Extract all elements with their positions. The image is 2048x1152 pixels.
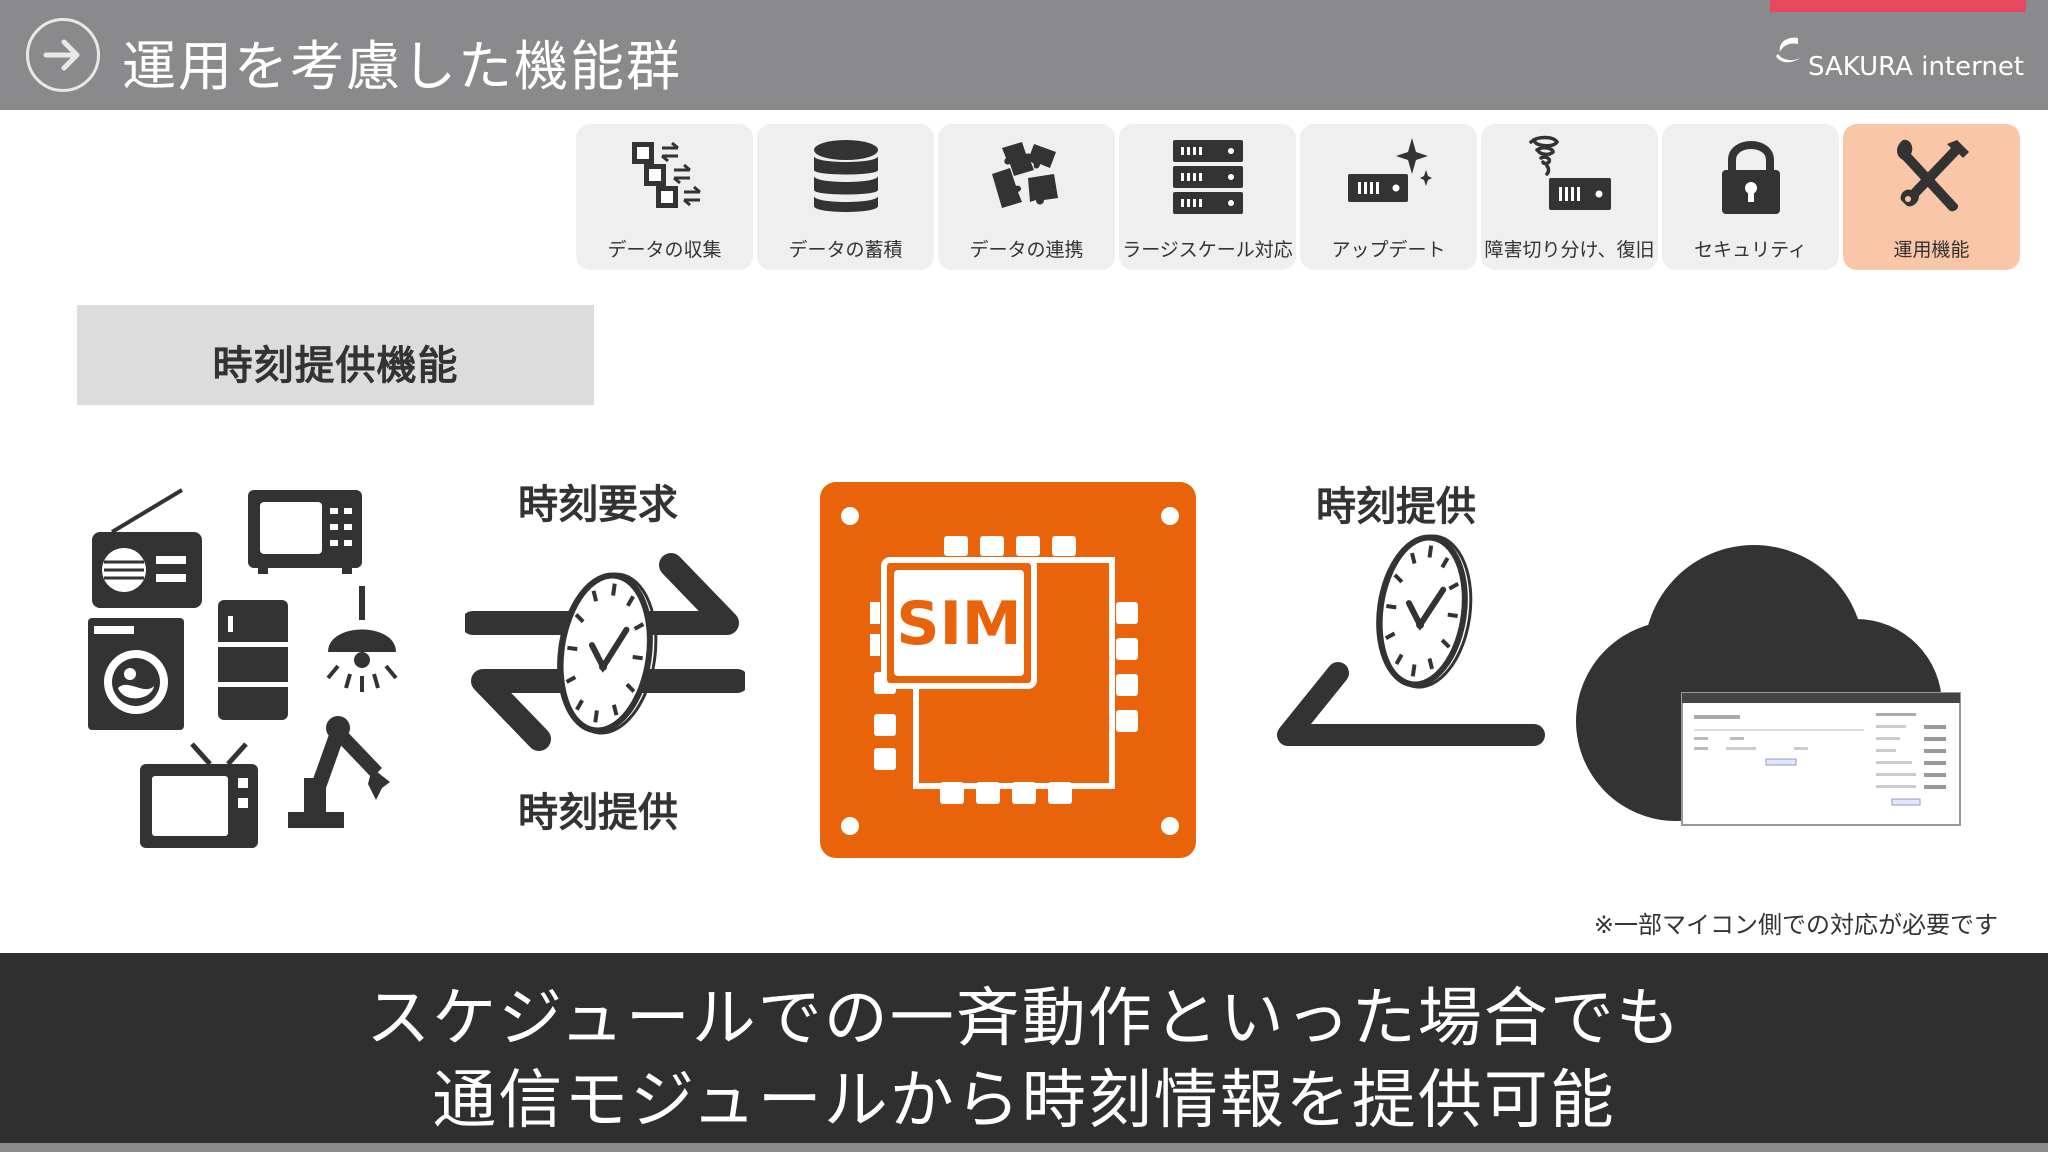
microwave-icon [248,490,362,574]
footnote: ※一部マイコン側での対応が必要です [1593,911,1998,939]
device-tornado-icon [1529,135,1611,210]
subtitle-caption: スケジュールでの一斉動作といった場合でも 通信モジュールから時刻情報を提供可能 [0,953,2048,1143]
sim-module-chip: SIM [820,482,1196,858]
bottom-strip [0,1143,2048,1152]
provide-arrow-icon [1277,662,1545,746]
logo-text: SAKURA internet [1808,52,2025,82]
tab-large-scale[interactable]: ラージスケール対応 [1119,124,1296,270]
robot-arm-icon [288,716,390,828]
section-title: 時刻提供機能 [212,343,459,389]
tv-icon [140,742,258,848]
caption-line-1: スケジュールでの一斉動作といった場合でも [366,982,1682,1056]
tab-label: データの蓄積 [788,239,903,261]
server-stack-icon [1173,140,1243,214]
tab-operations[interactable]: 運用機能 [1843,124,2020,270]
device-sparkle-icon [1348,138,1432,202]
tab-label: 障害切り分け、復旧 [1484,239,1655,261]
puzzle-pieces-icon [992,142,1058,208]
time-exchange-diagram [465,553,745,751]
radio-icon [92,488,202,608]
devices-cluster [88,488,398,848]
time-provide-diagram [1277,534,1545,746]
time-provide-label-left: 時刻提供 [518,790,678,836]
tab-update[interactable]: アップデート [1300,124,1477,270]
tab-security[interactable]: セキュリティ [1662,124,1839,270]
tab-label: アップデート [1331,239,1446,261]
tab-data-integration[interactable]: データの連携 [938,124,1115,270]
ceiling-lamp-icon [326,586,398,692]
caption-line-2: 通信モジュールから時刻情報を提供可能 [432,1064,1616,1138]
time-provide-label-right: 時刻提供 [1316,484,1476,530]
padlock-icon [1722,141,1780,214]
tab-label: ラージスケール対応 [1122,239,1293,261]
tab-data-collection[interactable]: データの収集 [576,124,753,270]
chips-transfer-icon [632,141,701,208]
tools-icon [1897,139,1969,212]
clock-icon [1376,534,1473,689]
exchange-arrows-icon [465,553,745,751]
refrigerator-icon [218,600,288,720]
sakura-logo: SAKURA internet [1772,34,2024,84]
sakura-logo-mark-icon [1776,37,1800,63]
clock-icon [557,572,658,735]
arrow-right-icon [43,39,80,71]
page-title: 運用を考慮した機能群 [122,35,682,98]
dashboard-screenshot [1681,692,1961,826]
cloud-service [1576,545,1961,826]
sim-label: SIM [896,589,1021,659]
tab-label: データの連携 [969,239,1084,261]
tab-data-storage[interactable]: データの蓄積 [757,124,934,270]
feature-tabs: データの収集 データの蓄積 データの連携 [576,124,2020,270]
database-icon [814,140,878,212]
tab-label: データの収集 [607,239,722,261]
washing-machine-icon [88,618,184,730]
header-bar: 運用を考慮した機能群 SAKURA internet [0,0,2048,110]
tab-label: 運用機能 [1893,239,1970,261]
time-request-label: 時刻要求 [518,482,678,528]
back-button[interactable] [26,18,100,92]
section-label-box: 時刻提供機能 [77,305,594,405]
header-accent-bar [1770,0,2026,12]
tab-label: セキュリティ [1694,239,1807,261]
tab-troubleshooting[interactable]: 障害切り分け、復旧 [1481,124,1658,270]
